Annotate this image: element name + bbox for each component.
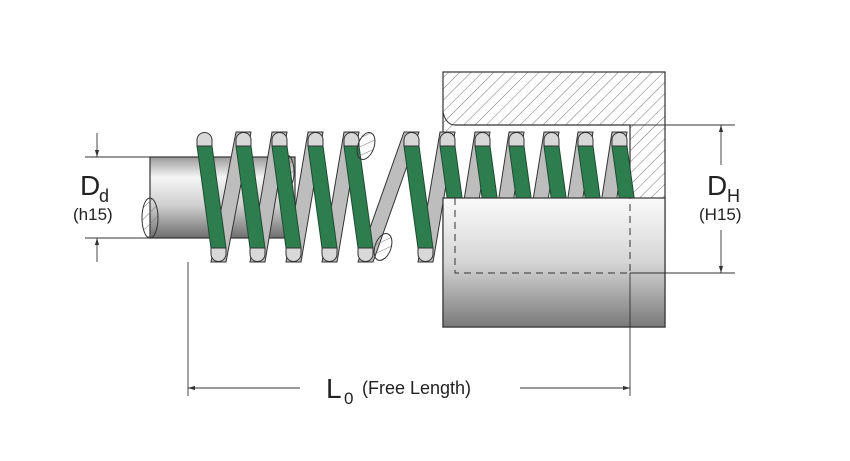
housing-bore-body <box>442 197 666 328</box>
spring-coil-top <box>403 132 420 147</box>
spring-coil-top <box>577 132 594 147</box>
spring-coil-top <box>439 132 456 147</box>
spring-coil-bottom <box>357 247 374 262</box>
free-length-subscript: 0 <box>344 389 353 408</box>
rod-tolerance-label: (h15) <box>73 205 113 224</box>
spring-coil-top <box>611 132 628 147</box>
free-length-label: L <box>326 373 342 404</box>
dimension-lines <box>85 124 735 396</box>
rod-diameter-label: D <box>80 170 100 201</box>
spring-coil-bottom <box>321 247 338 262</box>
hole-diameter-subscript: H <box>727 186 740 206</box>
spring-coil-top <box>343 132 360 147</box>
spring-coil-bottom <box>249 247 266 262</box>
spring-coil-top <box>196 132 213 147</box>
spring-coil-top <box>235 132 252 147</box>
hole-diameter-label: D <box>707 170 727 201</box>
spring-coil-bottom <box>285 247 302 262</box>
spring-coil-top <box>508 132 525 147</box>
spring-coil-top <box>474 132 491 147</box>
spring-coil-top <box>307 132 324 147</box>
spring-coil-bottom <box>417 247 434 262</box>
free-length-description: (Free Length) <box>362 378 471 398</box>
rod-diameter-subscript: d <box>99 186 109 206</box>
hole-tolerance-label: (H15) <box>699 205 742 224</box>
spring-cut-section <box>356 132 376 160</box>
spring-coil-top <box>543 132 560 147</box>
spring-back-strand <box>357 131 420 263</box>
spring-coil-top <box>271 132 288 147</box>
spring-coil-bottom <box>210 247 227 262</box>
spring-cut-section <box>373 233 393 261</box>
